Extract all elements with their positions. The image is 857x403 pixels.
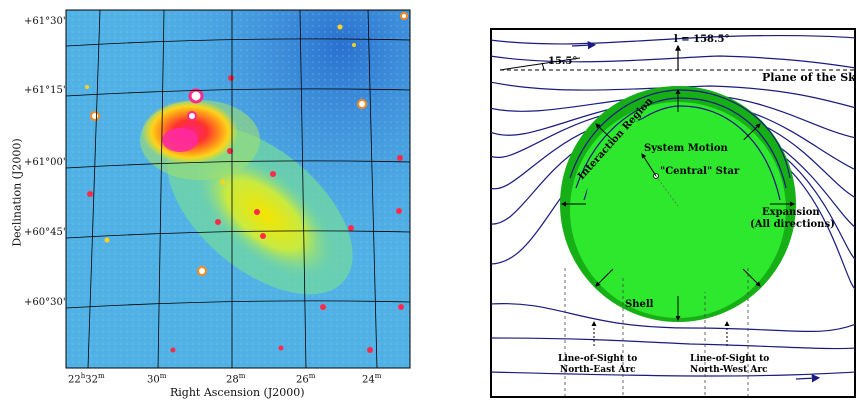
x-tick-label: 28m (226, 372, 246, 386)
y-tick-label: +61°15' (24, 85, 66, 96)
los-ne-label-2: North-East Arc (560, 365, 636, 375)
plane-of-sky-label: Plane of the Sky (762, 71, 856, 84)
x-tick-label: 22h32m (68, 372, 105, 386)
flow-arrow-top (571, 41, 597, 50)
central-star-label: "Central" Star (660, 166, 740, 177)
x-tick-label: 26m (296, 372, 316, 386)
y-tick-label: +60°45' (24, 227, 66, 238)
system-motion-label: System Motion (644, 143, 729, 154)
angle-b-label: 15.5° (548, 56, 577, 67)
x-axis-title: Right Ascension (J2000) (170, 386, 305, 399)
expansion-label: Expansion (762, 207, 820, 218)
y-axis-title: Declination (J2000) (10, 138, 24, 247)
los-ne-label: Line-of-Sight to (558, 354, 637, 364)
los-nw-label-2: North-West Arc (690, 365, 768, 375)
y-tick-label: +60°30' (24, 297, 66, 308)
expansion-sub-label: (All directions) (750, 219, 835, 230)
angle-l-label: l = 158.5° (674, 34, 729, 45)
y-tick-label: +61°00' (24, 157, 66, 168)
left-panel: +61°30' +61°15' +61°00' +60°45' +60°30' … (0, 0, 420, 399)
right-panel: l = 158.5° 15.5° Plane of the Sky Intera… (490, 28, 856, 398)
x-tick-label: 24m (362, 372, 382, 386)
x-tick-label: 30m (147, 372, 167, 386)
los-nw-label: Line-of-Sight to (690, 354, 769, 364)
coordinate-grid (65, 9, 411, 369)
schematic-diagram: l = 158.5° 15.5° Plane of the Sky Intera… (490, 28, 856, 398)
sky-image (65, 9, 411, 369)
point-sources (85, 12, 408, 353)
y-tick-label: +61°30' (24, 16, 66, 27)
system-motion-arrow (641, 153, 657, 177)
shell-label: Shell (625, 299, 654, 310)
flow-arrow-bottom (795, 374, 821, 383)
